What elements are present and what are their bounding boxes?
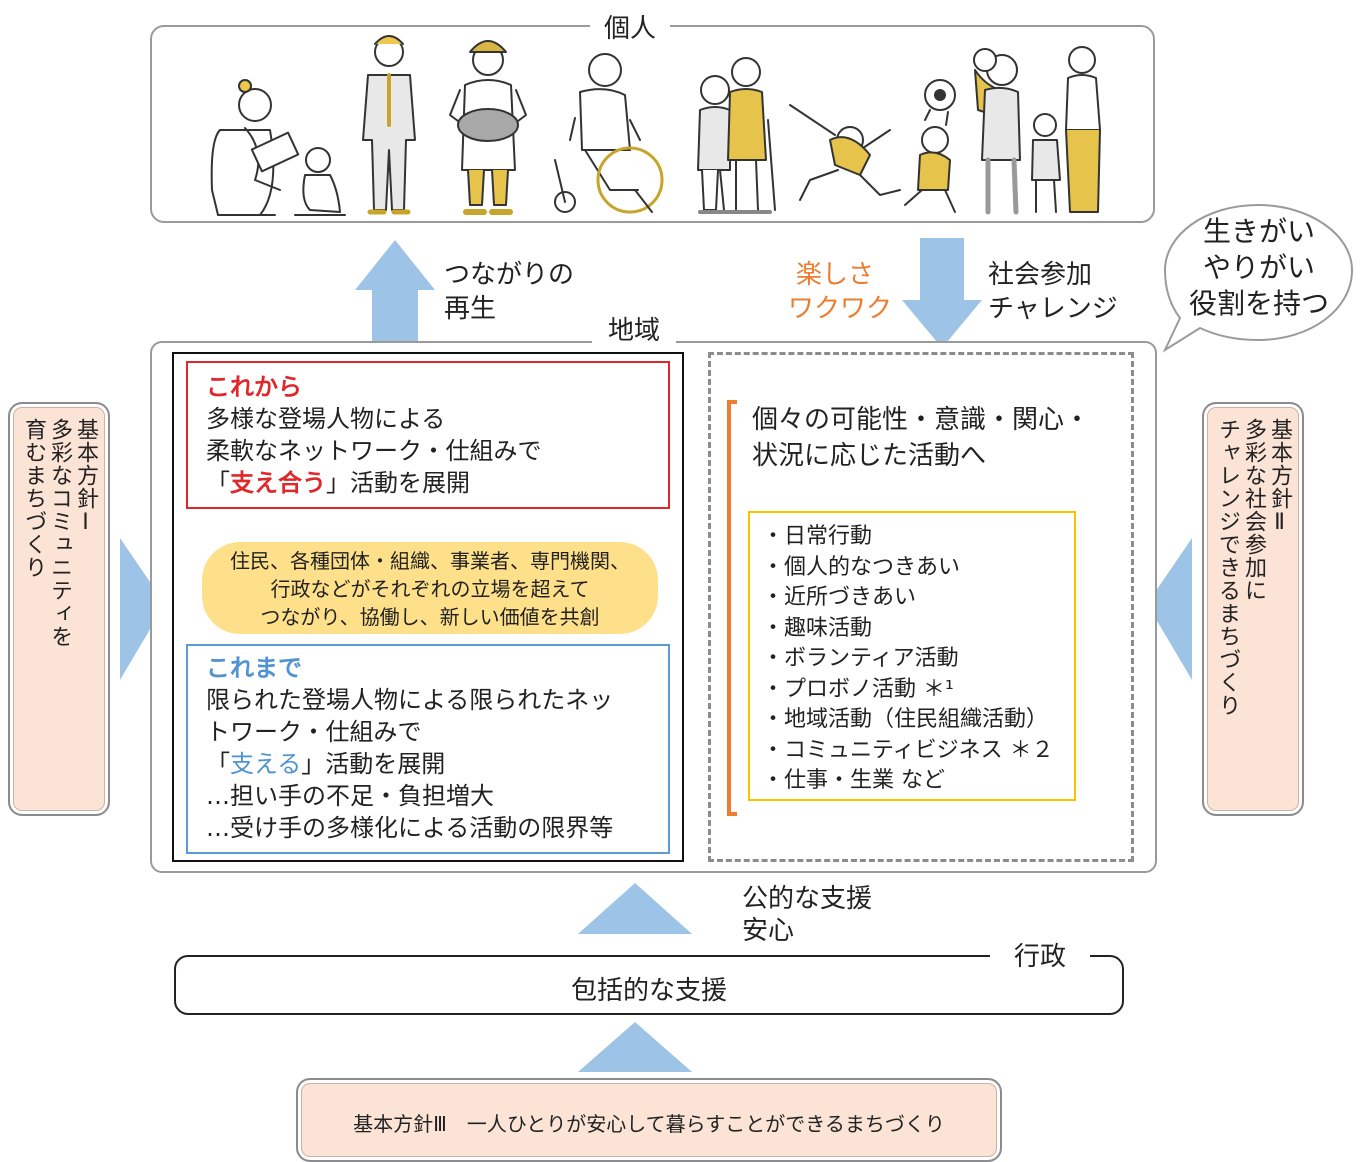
- activity-item: ・趣味活動: [762, 615, 873, 641]
- public-support-arrow-icon: [578, 883, 692, 934]
- fun-label-2: ワクワク: [788, 294, 893, 324]
- participation-label-2: チャレンジ: [988, 294, 1118, 324]
- activity-item: ・近所づきあい: [762, 585, 917, 610]
- activity-item: ・ボランティア活動: [762, 646, 959, 671]
- down-arrow-icon: [902, 238, 982, 348]
- bottom-arrow-icon: [578, 1022, 692, 1072]
- person-farmer-icon: [449, 40, 527, 215]
- activity-list-box: [748, 511, 1076, 801]
- policy-2-col-2: 多彩な社会参加に: [1241, 418, 1266, 602]
- orange-bracket: [727, 400, 737, 816]
- participation-label-1: 社会参加: [988, 260, 1093, 290]
- activity-item: ・プロボノ活動 ＊¹: [762, 676, 954, 702]
- policy-3-text: 基本方針Ⅲ 一人ひとりが安心して暮らすことができるまちづくり: [353, 1112, 945, 1136]
- activity-region-box: [708, 352, 1134, 862]
- possibility-line-2: 状況に応じた活動へ: [752, 441, 987, 471]
- possibility-line-1: 個々の可能性・意識・関心・: [752, 405, 1091, 435]
- person-running-child-icon: [789, 104, 901, 201]
- past-heading: これまで: [206, 654, 302, 682]
- activity-item: ・仕事・生業 など: [762, 768, 945, 793]
- past-line-5: …受け手の多様化による活動の限界等: [206, 814, 614, 842]
- policy-2-col-1: 基本方針Ⅱ: [1267, 418, 1292, 536]
- policy-1-col-3: 育むまちづくり: [21, 418, 46, 579]
- bubble-line-1: 生きがい: [1202, 215, 1315, 248]
- fun-label-1: 楽しさ: [796, 260, 875, 290]
- person-ball-child-icon: [904, 79, 956, 213]
- up-arrow-icon: [355, 240, 435, 350]
- activity-item: ・個人的なつきあい: [762, 554, 961, 580]
- region-title: 地域: [592, 310, 676, 347]
- future-line-1: 多様な登場人物による: [206, 405, 446, 433]
- activity-item: ・地域活動（住民組織活動）: [762, 707, 1049, 732]
- past-line-2: トワーク・仕組みで: [206, 718, 422, 746]
- past-line-1: 限られた登場人物による限られたネッ: [206, 686, 614, 714]
- person-toddler-icon: [294, 147, 346, 216]
- collaboration-pill: 住民、各種団体・組織、事業者、専門機関、 行政などがそれぞれの立場を超えて つな…: [202, 542, 658, 634]
- person-elderly-couple-icon: [697, 57, 776, 214]
- speech-bubble-icon: [1162, 203, 1354, 353]
- future-heading: これから: [206, 373, 302, 401]
- collab-line-3: つながり、協働し、新しい価値を共創: [260, 605, 600, 629]
- bubble-text: 生きがい やりがい 役割を持つ: [1168, 214, 1350, 322]
- person-businessman-icon: [362, 35, 416, 215]
- person-wheelchair-icon: [554, 53, 664, 214]
- collab-line-2: 行政などがそれぞれの立場を超えて: [270, 577, 590, 601]
- collab-line-1: 住民、各種団体・組織、事業者、専門機関、: [230, 549, 630, 573]
- individual-title: 個人: [590, 8, 670, 45]
- future-line-3: 「支え合う」活動を展開: [206, 469, 470, 497]
- government-title: 行政: [990, 936, 1090, 973]
- future-box: [186, 361, 670, 509]
- activity-item: ・コミュニティビジネス ＊２: [762, 737, 1054, 763]
- bubble-line-3: 役割を持つ: [1188, 287, 1329, 320]
- past-box: [186, 644, 670, 854]
- policy-1-col-2: 多彩なコミュニティを: [47, 418, 72, 648]
- policy-1-box: [8, 402, 110, 816]
- left-side-arrow-icon: [120, 538, 165, 680]
- comprehensive-support-label: 包括的な支援: [570, 976, 727, 1006]
- person-woman-laptop-icon: [210, 79, 300, 216]
- activity-item: ・日常行動: [762, 524, 873, 549]
- person-family-icon: [973, 46, 1101, 215]
- right-side-arrow-icon: [1147, 538, 1192, 680]
- past-line-3: 「支える」活動を展開: [206, 750, 446, 778]
- government-box: [174, 955, 1124, 1015]
- past-line-4: …担い手の不足・負担増大: [206, 782, 494, 810]
- up-arrow-label-1: つながりの: [444, 260, 575, 290]
- policy-3-box: [296, 1078, 1002, 1162]
- bubble-line-2: やりがい: [1202, 251, 1315, 284]
- up-arrow-label-2: 再生: [444, 294, 497, 324]
- policy-2-box: [1202, 402, 1304, 816]
- people-illustration: [210, 35, 1101, 216]
- future-line-2: 柔軟なネットワーク・仕組みで: [206, 437, 542, 465]
- public-support-label-2: 安心: [742, 916, 795, 946]
- public-support-label-1: 公的な支援: [742, 884, 873, 914]
- policy-2-col-3: チャレンジできるまちづくり: [1215, 418, 1240, 717]
- policy-1-col-1: 基本方針Ⅰ: [73, 418, 98, 536]
